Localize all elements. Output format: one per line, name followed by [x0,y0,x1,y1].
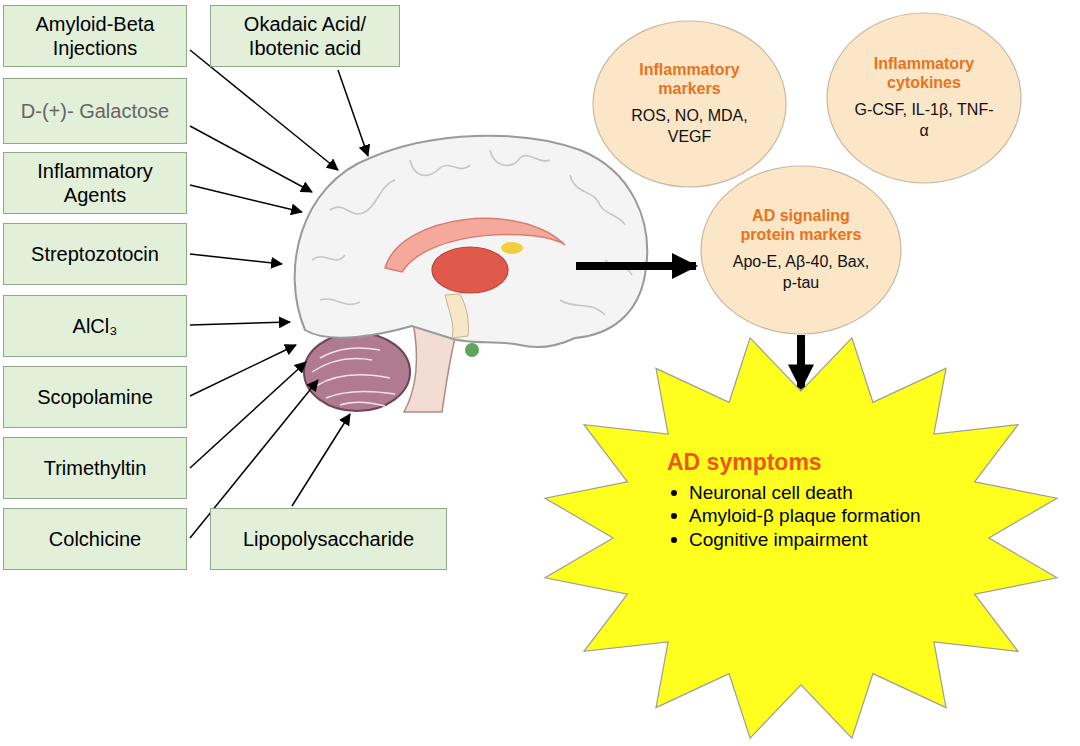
agent-box: Streptozotocin [3,223,187,285]
marker-ellipse: Inflammatory markersROS, NO, MDA, VEGF [592,20,787,188]
agent-label: Streptozotocin [31,242,159,266]
symptom-text-group: AD symptomsNeuronal cell deathAmyloid-β … [667,449,962,552]
cerebrum [295,136,647,347]
agent-arrow [338,70,368,156]
agent-label: D-(+)- Galactose [21,99,169,123]
agent-box: Amyloid-Beta Injections [3,5,187,67]
agent-box: AlCl₃ [3,295,187,357]
agent-arrow [190,50,338,170]
agent-arrow [190,345,296,396]
bullet-item: Neuronal cell death [667,481,962,505]
thalamus [432,247,508,293]
agent-arrows [190,50,368,538]
cerebellum [304,333,410,411]
agent-arrow [190,126,312,192]
ellipse-heading: Inflammatory cytokines [849,54,999,92]
agent-label: Amyloid-Beta Injections [12,12,178,61]
agent-arrow [292,414,350,506]
hypothalamus [445,294,469,338]
agent-arrow [190,254,282,264]
marker-ellipse: Inflammatory cytokinesG-CSF, IL-1β, TNF-… [826,12,1022,184]
agent-box: Colchicine [3,508,187,570]
fornix [501,242,523,254]
ellipse-heading: AD signaling protein markers [726,206,876,244]
brain-illustration [295,136,647,412]
ellipse-outline [700,165,902,335]
ellipse-body: G-CSF, IL-1β, TNF-α [854,100,994,142]
agent-label: Inflammatory Agents [12,159,178,208]
output-arrow [576,262,696,270]
symptom-item: Cognitive impairment [689,529,867,550]
agent-box: Lipopolysaccharide [210,508,447,570]
ellipse-outline [592,20,787,188]
bullet-item: Cognitive impairment [667,528,962,552]
agent-box: Scopolamine [3,366,187,428]
agent-label: Scopolamine [37,385,153,409]
ellipse-fill [593,21,786,187]
bullet-item: Amyloid-β plaque formation [667,504,962,528]
ellipse-body: ROS, NO, MDA, VEGF [620,106,760,148]
ellipse-body: Apo-E, Aβ-40, Bax, p-tau [731,252,871,294]
agent-label: Okadaic Acid/ Ibotenic acid [219,12,391,61]
agent-box: Okadaic Acid/ Ibotenic acid [210,5,400,67]
symptom-item: Neuronal cell death [689,482,853,503]
agent-label: Trimethyltin [44,456,147,480]
ellipse-heading: Inflammatory markers [615,60,765,98]
ellipse-fill [701,166,901,334]
starburst-heading: AD symptoms [667,449,962,477]
agent-arrow [190,322,290,325]
bullet-dot [671,490,677,496]
symptom-item: Amyloid-β plaque formation [689,505,921,526]
ellipse-outline [826,12,1022,184]
ellipse-fill [827,13,1021,183]
agent-label: Colchicine [49,527,141,551]
agent-arrow [190,362,306,468]
agent-label: Lipopolysaccharide [243,527,414,551]
symptom-starburst: AD symptomsNeuronal cell deathAmyloid-β … [539,333,1063,743]
cerebellum-folds [312,348,395,406]
flow-arrow [797,335,805,388]
pituitary [465,343,479,357]
starburst-fill [545,338,1057,738]
agent-box: D-(+)- Galactose [3,78,187,144]
agent-label: AlCl₃ [73,314,118,338]
bullet-dot [671,513,677,519]
gyri [312,150,632,315]
agent-arrow [190,185,302,212]
bullet-dot [671,537,677,543]
marker-ellipse: AD signaling protein markersApo-E, Aβ-40… [700,165,902,335]
agent-box: Trimethyltin [3,437,187,499]
agent-box: Inflammatory Agents [3,152,187,214]
